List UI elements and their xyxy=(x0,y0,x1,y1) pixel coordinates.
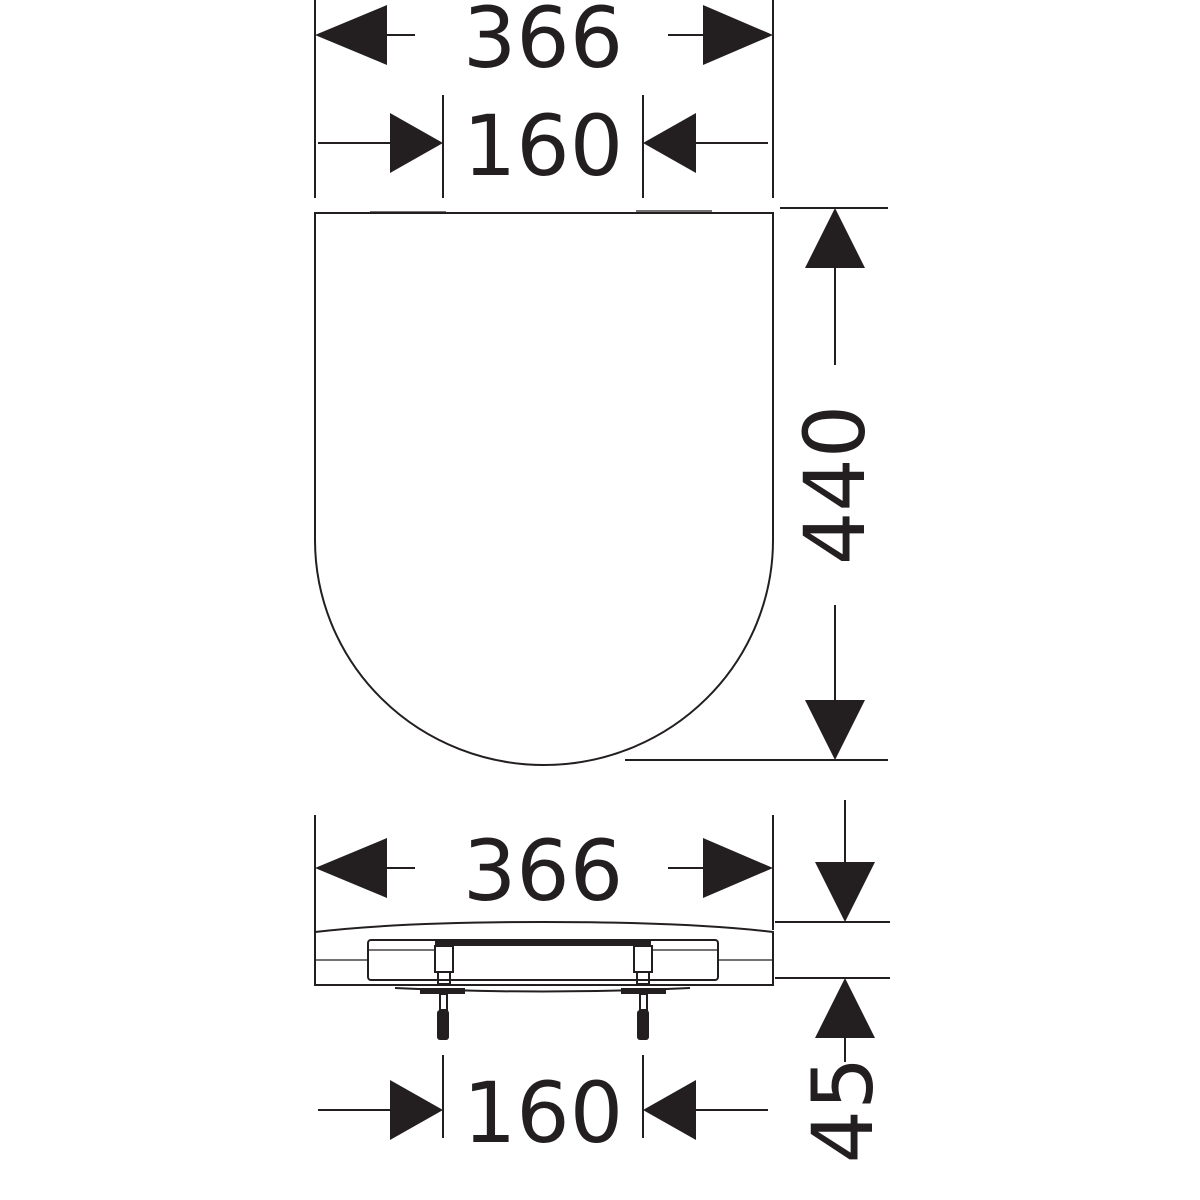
arrow-right-icon xyxy=(703,838,773,898)
dimension-hinge-spacing-side: 160 xyxy=(318,1064,768,1162)
dimension-label: 160 xyxy=(463,1064,623,1162)
dimension-height: 45 xyxy=(794,800,892,1163)
arrow-up-icon xyxy=(815,978,875,1038)
dimension-label: 45 xyxy=(794,1057,892,1164)
arrow-down-icon xyxy=(815,862,875,922)
seat-outline-top xyxy=(314,212,774,766)
arrow-left-icon xyxy=(643,1080,696,1140)
arrow-up-icon xyxy=(805,208,865,268)
dimension-length: 440 xyxy=(786,208,884,760)
side-view: 366 xyxy=(314,800,892,1163)
arrow-left-icon xyxy=(315,838,387,898)
seat-profile-side xyxy=(314,920,774,1040)
dimension-hinge-spacing-top: 160 xyxy=(318,97,768,195)
dimension-label: 366 xyxy=(463,822,623,920)
arrow-right-icon xyxy=(703,5,773,65)
arrow-down-icon xyxy=(805,700,865,760)
top-view: 366 160 440 xyxy=(314,0,888,766)
dimension-label: 366 xyxy=(463,0,623,87)
hinge-bolt-left xyxy=(420,945,465,1040)
arrow-left-icon xyxy=(315,5,387,65)
arrow-right-icon xyxy=(390,1080,443,1140)
arrow-left-icon xyxy=(643,113,696,173)
hinge-bolt-right xyxy=(621,945,666,1040)
dimension-label: 440 xyxy=(786,405,884,565)
dimension-overall-width-top: 366 xyxy=(315,0,773,87)
arrow-right-icon xyxy=(390,113,443,173)
dimension-label: 160 xyxy=(463,97,623,195)
dimension-overall-width-side: 366 xyxy=(315,822,773,920)
